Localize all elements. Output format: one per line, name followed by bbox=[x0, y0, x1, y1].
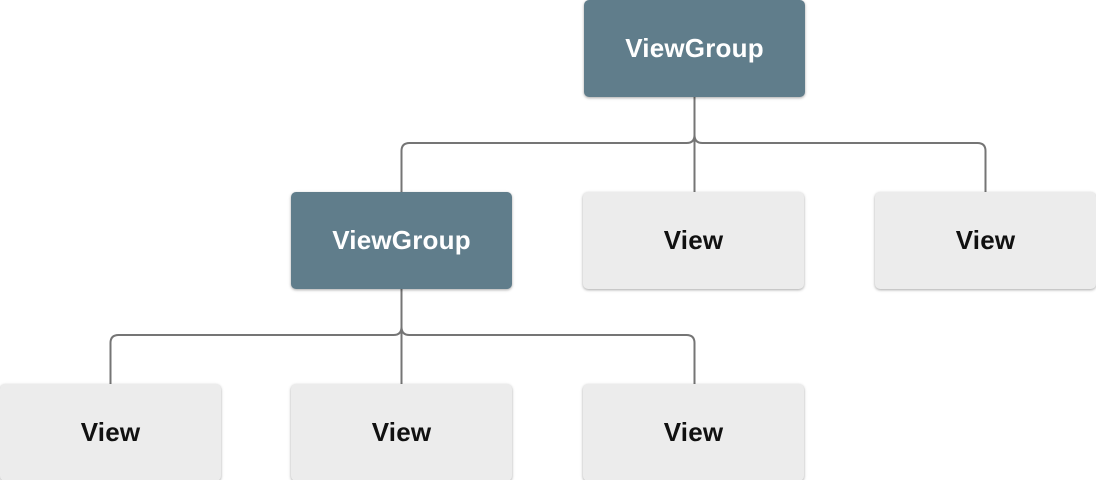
node-label: View bbox=[371, 417, 432, 447]
node-label: ViewGroup bbox=[332, 225, 471, 255]
node-grandchild-view-2: View bbox=[291, 384, 512, 480]
node-grandchild-view-1: View bbox=[0, 384, 221, 480]
edge-childvg-to-right-grandchild bbox=[400, 326, 696, 384]
node-child-view-1: View bbox=[583, 192, 804, 289]
node-label: View bbox=[80, 417, 141, 447]
node-label: ViewGroup bbox=[625, 33, 764, 63]
node-grandchild-view-3: View bbox=[583, 384, 804, 480]
node-child-view-2: View bbox=[875, 192, 1096, 289]
node-child-viewgroup: ViewGroup bbox=[291, 192, 512, 289]
edge-root-to-right-child bbox=[693, 134, 987, 192]
node-label: View bbox=[663, 225, 724, 255]
edge-root-to-left-child bbox=[400, 134, 696, 192]
edge-childvg-to-left-grandchild bbox=[109, 326, 403, 384]
node-root-viewgroup: ViewGroup bbox=[584, 0, 805, 97]
node-label: View bbox=[663, 417, 724, 447]
node-label: View bbox=[955, 225, 1016, 255]
